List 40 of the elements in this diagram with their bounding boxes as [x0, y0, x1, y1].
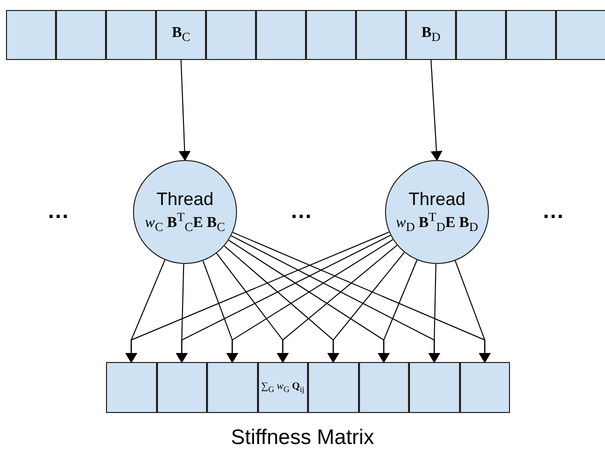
- arrow: [430, 60, 442, 161]
- array-cell: [56, 10, 106, 60]
- arrow: [327, 252, 405, 363]
- array-cell: [306, 10, 356, 60]
- arrow: [178, 60, 191, 161]
- array-cell: [106, 362, 156, 413]
- formula: ∑$_{G}$ w$_{G}$ Q$_{ij}$: [261, 381, 304, 394]
- thread-label: Thread: [156, 189, 214, 210]
- arrow: [125, 232, 390, 363]
- formula: B$_{C}$: [172, 25, 190, 45]
- array-cell: [556, 10, 605, 60]
- ellipsis-text: ...: [291, 198, 312, 224]
- array-cell: [506, 10, 556, 60]
- array-cell: [6, 10, 56, 60]
- formula: B$_{D}$: [421, 25, 441, 45]
- ellipsis-text: ...: [48, 198, 70, 224]
- array-cell: [358, 362, 409, 413]
- array-cell: [356, 10, 406, 60]
- thread-label: Thread: [408, 189, 466, 210]
- caption: Stiffness Matrix: [230, 426, 376, 450]
- arrow: [454, 260, 491, 363]
- array-cell: [206, 10, 256, 60]
- array-cell: [308, 362, 358, 413]
- ellipsis-text: ...: [543, 198, 564, 224]
- array-cell: [409, 362, 460, 413]
- arrow: [176, 234, 391, 363]
- array-cell: [207, 362, 258, 413]
- arrow: [378, 260, 418, 363]
- array-cell: [256, 10, 306, 60]
- array-cell: [456, 10, 506, 60]
- array-cell: [406, 10, 456, 60]
- array-cell: [460, 362, 510, 413]
- array-cell: [156, 362, 207, 413]
- array-cell: [106, 10, 156, 60]
- formula: w$_{C}$ B$^{T}$$_{C}$E B$_{C}$: [144, 210, 226, 235]
- arrow: [276, 244, 398, 363]
- array-cell: [156, 10, 206, 60]
- formula: w$_{D}$ B$^{T}$$_{D}$E B$_{D}$: [396, 210, 478, 235]
- arrow: [428, 264, 440, 363]
- array-cell: [258, 362, 308, 413]
